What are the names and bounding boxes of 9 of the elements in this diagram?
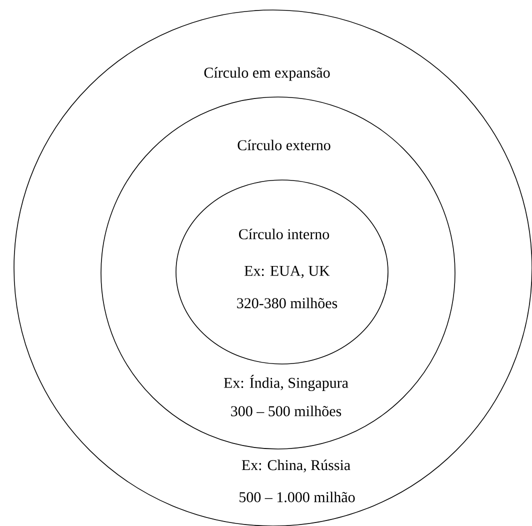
circle-label: Círculo em expansão (204, 67, 330, 81)
circle-label: 300 – 500 milhões (231, 406, 342, 416)
circle-label: 500 – 1.000 milhão (240, 492, 355, 502)
circle-label: Círculo interno (239, 228, 330, 240)
circle-label: Círculo externo (238, 140, 330, 150)
circle-label: Ex: China, Rússia (242, 460, 350, 472)
circle-label: Ex: EUA, UK (244, 266, 330, 278)
circle-label: 320-380 milhões (237, 298, 338, 308)
circle-label: Ex: Índia, Singapura (224, 374, 348, 392)
